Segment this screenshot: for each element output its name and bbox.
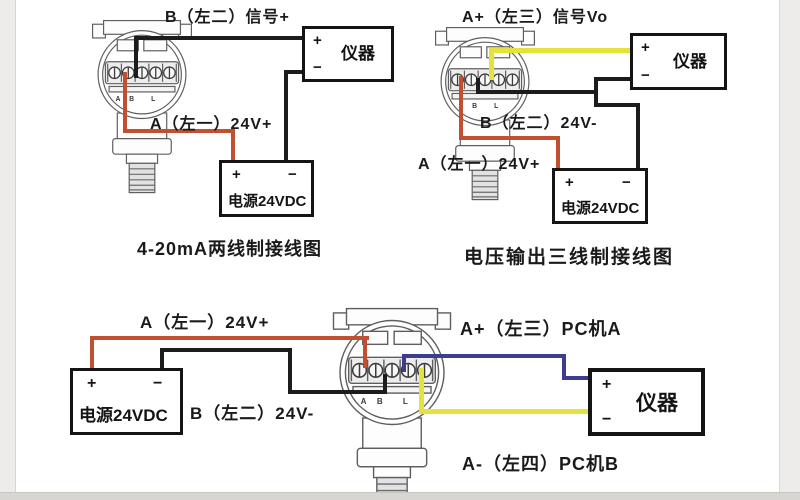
instrument-box-rs485: + − 仪器 — [588, 368, 705, 436]
terminal-mark-b: B — [377, 397, 383, 406]
wire-red-24v-v1 — [459, 76, 463, 140]
wire-red-24v-h — [459, 136, 560, 140]
wire-red-24v-v1 — [123, 72, 127, 133]
minus-terminal: − — [641, 67, 650, 84]
wire-yellow-vo-h — [489, 48, 630, 53]
plus-terminal: + — [565, 174, 574, 191]
terminal-mark-b: B — [472, 103, 477, 110]
wire-blue-pca-h1 — [402, 354, 566, 358]
wire-yellow-pcb-h — [419, 409, 590, 414]
page-margin-left — [0, 0, 16, 500]
plus-terminal: + — [232, 166, 241, 183]
minus-terminal: − — [153, 375, 163, 392]
instrument-box-three-wire: + − 仪器 — [630, 33, 727, 90]
wire-red-24v-h — [123, 129, 235, 133]
label-pc-a: A+（左三）PC机A — [460, 319, 622, 339]
plus-terminal: + — [313, 32, 322, 49]
caption-three-wire: 电压输出三线制接线图 — [464, 247, 675, 268]
plus-terminal: + — [602, 376, 612, 393]
wire-red-24v-v2 — [556, 136, 560, 170]
plus-terminal: + — [87, 375, 97, 392]
terminal-mark-b: B — [129, 96, 134, 103]
terminal-mark-a: A — [115, 96, 120, 103]
wire-black-junction-v — [594, 77, 598, 107]
wire-black-signal-v — [134, 36, 138, 78]
label-24v-plus: A（左一）24V+ — [150, 116, 273, 133]
minus-terminal: − — [602, 411, 612, 428]
wire-black-to-power-v — [636, 103, 640, 170]
power-label: 电源24VDC — [79, 406, 168, 425]
wire-black-24vminus-h2 — [288, 390, 387, 394]
wire-yellow-pcb-v — [419, 368, 424, 414]
plus-terminal: + — [641, 39, 650, 56]
label-signal-plus: B（左二）信号+ — [165, 9, 290, 26]
wire-blue-pca-v2 — [562, 354, 566, 380]
wire-red-24v-h — [90, 336, 369, 340]
label-24v-minus: B（左二）24V- — [480, 115, 598, 132]
transmitter-two-wire: A B L — [91, 19, 193, 194]
instrument-box-two-wire: + − 仪器 — [302, 26, 394, 82]
label-24v-plus: A（左一）24V+ — [140, 313, 270, 332]
wire-yellow-vo-v — [489, 50, 494, 80]
wire-black-24vminus-v2 — [288, 348, 292, 394]
wire-black-to-power-h — [594, 103, 640, 107]
power-box-three-wire: + − 电源24VDC — [552, 168, 648, 224]
minus-terminal: − — [622, 174, 631, 191]
power-label: 电源24VDC — [561, 200, 640, 217]
label-24v-plus: A（左一）24V+ — [418, 156, 541, 173]
wire-black-24vminus-h1 — [476, 90, 598, 94]
label-pc-b: A-（左四）PC机B — [462, 454, 619, 474]
wire-red-24v-v1 — [90, 338, 94, 370]
terminal-mark-l: L — [494, 103, 498, 110]
instrument-label: 仪器 — [636, 392, 678, 415]
terminal-mark-a: A — [361, 397, 367, 406]
terminal-mark-l: L — [403, 397, 408, 406]
terminal-mark-l: L — [151, 96, 155, 103]
label-24v-minus: B（左二）24V- — [190, 404, 315, 423]
page-margin-right — [779, 0, 800, 500]
instrument-label: 仪器 — [673, 52, 707, 71]
wire-black-24vminus-h1 — [160, 348, 292, 352]
wire-black-24vminus-v1 — [476, 78, 480, 94]
wire-blue-pca-v1 — [402, 356, 406, 372]
wire-red-24v-v2 — [231, 129, 235, 162]
transmitter-three-wire: A B L — [434, 26, 536, 201]
wire-black-signal-h — [134, 36, 304, 40]
minus-terminal: − — [313, 59, 322, 76]
wire-black-to-instrument-h — [594, 77, 632, 81]
minus-terminal: − — [288, 166, 297, 183]
power-box-two-wire: + − 电源24VDC — [219, 160, 314, 217]
label-signal-vo: A+（左三）信号Vo — [462, 9, 609, 26]
wire-red-24v-v2 — [363, 336, 367, 368]
wire-black-return-v — [284, 70, 288, 162]
wire-black-24vminus-v3 — [383, 374, 387, 394]
instrument-label: 仪器 — [341, 44, 375, 63]
wire-blue-pca-h2 — [562, 376, 590, 380]
wire-black-return-stub — [284, 70, 304, 74]
power-box-rs485: + − 电源24VDC — [70, 368, 183, 435]
power-label: 电源24VDC — [228, 193, 307, 210]
page-margin-bottom — [0, 492, 800, 500]
caption-two-wire: 4-20mA两线制接线图 — [137, 239, 323, 259]
wire-black-24vminus-v1 — [160, 350, 164, 370]
transmitter-rs485: A B L — [332, 307, 452, 500]
